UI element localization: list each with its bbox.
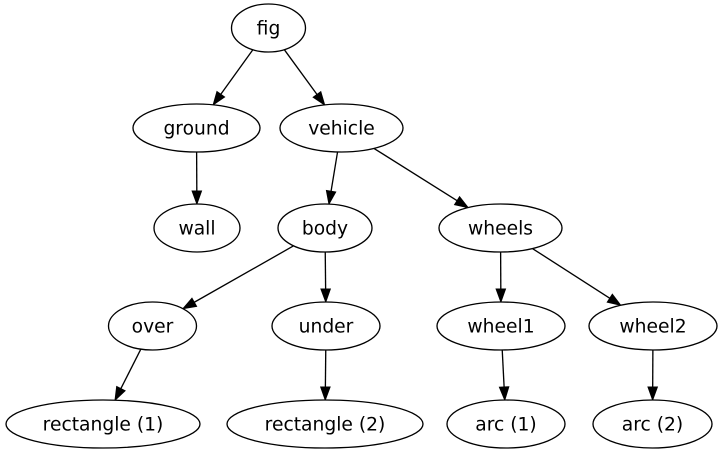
node-over: over	[107, 301, 198, 351]
node-wall: wall	[153, 203, 241, 253]
edge-line	[283, 49, 319, 96]
edge-vehicle-body	[325, 151, 339, 206]
edge-wheels-wheel1	[495, 251, 507, 304]
node-ellipse	[592, 399, 713, 449]
node-under: under	[271, 301, 381, 351]
edge-line	[193, 245, 294, 304]
edge-wheels-wheel2	[532, 247, 622, 307]
node-wheels: wheels	[438, 203, 563, 253]
node-label: rectangle (2)	[265, 415, 386, 436]
node-ellipse	[226, 399, 424, 449]
arrowhead	[181, 297, 198, 310]
arrowhead	[319, 386, 331, 402]
node-ellipse	[153, 203, 241, 253]
node-arc2: arc (2)	[592, 399, 713, 449]
node-ellipse	[438, 203, 563, 253]
node-label: under	[299, 317, 354, 338]
node-fig: fig	[230, 3, 307, 53]
node-ellipse	[279, 103, 404, 153]
node-wheel2: wheel2	[588, 301, 718, 351]
node-ellipse	[436, 301, 566, 351]
edge-under-rectangle2	[319, 349, 331, 402]
edge-body-over	[181, 245, 294, 310]
node-label: wheel2	[619, 317, 686, 338]
edge-line	[373, 147, 459, 202]
arrowhead	[606, 293, 622, 307]
node-ellipse	[277, 203, 373, 253]
node-rectangle1: rectangle (1)	[5, 399, 201, 449]
arrowhead	[495, 288, 507, 304]
arrowhead	[114, 385, 126, 402]
edge-ground-wall	[191, 151, 203, 206]
edge-over-rectangle1	[114, 348, 142, 402]
node-label: wheel1	[467, 317, 534, 338]
node-ground: ground	[132, 103, 261, 153]
node-body: body	[277, 203, 373, 253]
arrowhead	[312, 90, 326, 107]
edge-line	[119, 348, 142, 390]
edge-wheel1-arc1	[498, 349, 510, 402]
node-label: fig	[257, 19, 281, 40]
node-vehicle: vehicle	[279, 103, 404, 153]
edge-fig-ground	[212, 49, 254, 107]
arrowhead	[453, 195, 470, 209]
arrowhead	[498, 386, 510, 402]
node-label: rectangle (1)	[43, 415, 164, 436]
node-label: arc (2)	[622, 415, 683, 436]
node-label: over	[132, 317, 174, 338]
node-rectangle2: rectangle (2)	[226, 399, 424, 449]
edge-body-under	[320, 251, 332, 304]
node-ellipse	[132, 103, 261, 153]
edge-line	[330, 151, 339, 193]
node-ellipse	[5, 399, 201, 449]
node-label: body	[302, 219, 348, 240]
arrowhead	[647, 386, 659, 402]
node-ellipse	[230, 3, 307, 53]
node-ellipse	[107, 301, 198, 351]
edge-line	[501, 349, 505, 389]
node-arc1: arc (1)	[446, 399, 566, 449]
edge-fig-vehicle	[283, 49, 326, 107]
edge-wheel2-arc2	[647, 349, 659, 402]
node-label: wheels	[468, 219, 533, 240]
node-label: ground	[163, 119, 229, 140]
node-ellipse	[271, 301, 381, 351]
node-ellipse	[446, 399, 566, 449]
node-ellipse	[588, 301, 718, 351]
arrowhead	[320, 288, 332, 304]
edge-line	[532, 247, 612, 300]
node-label: arc (1)	[475, 415, 536, 436]
arrowhead	[325, 189, 337, 206]
node-label: vehicle	[308, 119, 375, 140]
edge-vehicle-wheels	[373, 147, 470, 209]
edge-line	[219, 49, 254, 96]
node-wheel1: wheel1	[436, 301, 566, 351]
arrowhead	[191, 190, 203, 206]
arrowhead	[212, 90, 226, 107]
node-label: wall	[178, 219, 215, 240]
